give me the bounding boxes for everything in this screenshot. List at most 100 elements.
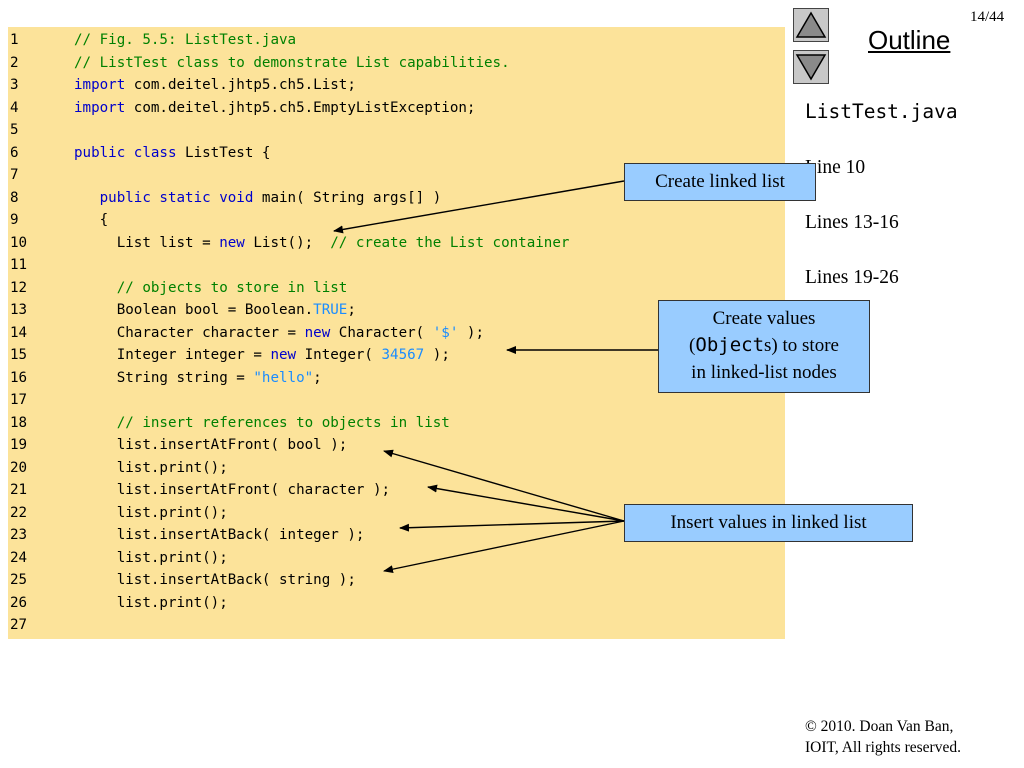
arrow-to-line-23 bbox=[399, 520, 625, 532]
callout-insert-values-text: Insert values in linked list bbox=[670, 512, 867, 533]
code-line: 24 list.print(); bbox=[8, 547, 785, 570]
code-text: public class ListTest { bbox=[74, 144, 271, 161]
outline-link[interactable]: Outline bbox=[868, 25, 951, 55]
code-text: // objects to store in list bbox=[116, 279, 348, 296]
callout-create-linked-list-text: Create linked list bbox=[655, 171, 785, 192]
callout-create-values-line1: Create values bbox=[712, 308, 816, 329]
line-number: 23 bbox=[10, 527, 28, 543]
code-text: list.insertAtBack( integer ); bbox=[74, 527, 365, 543]
code-text: List list = new List(); // create the Li… bbox=[74, 234, 570, 251]
callout-insert-values: Insert values in linked list bbox=[624, 504, 913, 542]
triangle-down-icon bbox=[795, 54, 827, 81]
code-text: Character character = new Character( '$'… bbox=[74, 324, 484, 341]
line-number: 12 bbox=[10, 279, 28, 296]
code-text: // ListTest class to demonstrate List ca… bbox=[74, 54, 510, 71]
line-number: 11 bbox=[10, 257, 28, 273]
code-text: list.insertAtFront( bool ); bbox=[74, 437, 348, 453]
code-line: 4 import com.deitel.jhtp5.ch5.EmptyListEx… bbox=[8, 97, 785, 120]
line-number: 8 bbox=[10, 189, 19, 206]
code-line: 6 public class ListTest { bbox=[8, 142, 785, 165]
arrow-to-line-25 bbox=[383, 520, 625, 574]
sidebar-item-lines-13-16: Lines 13-16 bbox=[805, 212, 899, 233]
line-number: 4 bbox=[10, 99, 19, 116]
arrow-to-line-21 bbox=[427, 484, 625, 522]
code-line: 27 bbox=[8, 614, 785, 637]
code-line: 5 bbox=[8, 119, 785, 142]
code-listing: 1 // Fig. 5.5: ListTest.java 2 // ListTest … bbox=[8, 27, 785, 639]
code-line: 8 public static void main( String args[]… bbox=[8, 187, 785, 210]
line-number: 21 bbox=[10, 482, 28, 498]
arrow-to-line-10 bbox=[333, 180, 625, 234]
triangle-up-icon bbox=[795, 11, 827, 38]
line-number: 17 bbox=[10, 392, 28, 408]
arrow-to-line-19 bbox=[383, 449, 625, 522]
code-line: 15 Integer integer = new Integer( 34567 … bbox=[8, 344, 785, 367]
code-line: 14 Character character = new Character( … bbox=[8, 322, 785, 345]
code-text: list.print(); bbox=[74, 549, 228, 566]
line-number: 20 bbox=[10, 459, 28, 476]
code-line: 23 list.insertAtBack( integer ); bbox=[8, 524, 785, 547]
callout-create-values-line3: in linked-list nodes bbox=[691, 362, 837, 383]
code-text: public static void main( String args[] ) bbox=[99, 189, 442, 206]
code-line: 18 // insert references to objects in li… bbox=[8, 412, 785, 435]
code-text: // insert references to objects in list bbox=[116, 414, 450, 431]
line-number: 18 bbox=[10, 414, 28, 431]
line-number: 16 bbox=[10, 369, 28, 386]
line-number: 9 bbox=[10, 212, 19, 228]
line-number: 5 bbox=[10, 122, 19, 138]
code-text: import com.deitel.jhtp5.ch5.EmptyListExc… bbox=[74, 99, 476, 116]
line-number: 10 bbox=[10, 234, 28, 251]
code-line: 21 list.insertAtFront( character ); bbox=[8, 479, 785, 502]
line-number: 14 bbox=[10, 324, 28, 341]
line-number: 24 bbox=[10, 549, 28, 566]
next-slide-button[interactable] bbox=[793, 50, 829, 84]
line-number: 7 bbox=[10, 167, 19, 183]
code-line: 17 bbox=[8, 389, 785, 412]
code-line: 25 list.insertAtBack( string ); bbox=[8, 569, 785, 592]
code-line: 7 bbox=[8, 164, 785, 187]
line-number: 26 bbox=[10, 594, 28, 611]
callout-create-values-line2: (Objects) to store bbox=[689, 334, 839, 356]
code-text: Integer integer = new Integer( 34567 ); bbox=[74, 347, 450, 363]
code-line: 19 list.insertAtFront( bool ); bbox=[8, 434, 785, 457]
line-number: 15 bbox=[10, 347, 28, 363]
code-text: { bbox=[74, 212, 109, 228]
line-number: 19 bbox=[10, 437, 28, 453]
line-number: 3 bbox=[10, 77, 19, 93]
code-line: 3 import com.deitel.jhtp5.ch5.List; bbox=[8, 74, 785, 97]
copyright-footer: © 2010. Doan Van Ban, IOIT, All rights r… bbox=[805, 718, 961, 756]
code-text: // Fig. 5.5: ListTest.java bbox=[74, 32, 297, 48]
line-number: 25 bbox=[10, 572, 28, 588]
line-number: 6 bbox=[10, 144, 19, 161]
code-text: list.insertAtBack( string ); bbox=[74, 572, 356, 588]
code-text: list.insertAtFront( character ); bbox=[74, 482, 391, 498]
code-text: String string = "hello"; bbox=[74, 369, 322, 386]
code-line: 13 Boolean bool = Boolean.TRUE; bbox=[8, 299, 785, 322]
line-number: 2 bbox=[10, 54, 19, 71]
code-text: list.print(); bbox=[74, 504, 228, 521]
code-text: import com.deitel.jhtp5.ch5.List; bbox=[74, 77, 356, 93]
code-line: 12 // objects to store in list bbox=[8, 277, 785, 300]
callout-create-values: Create values (Objects) to store in link… bbox=[658, 300, 870, 393]
page-number: 14/44 bbox=[970, 9, 1005, 25]
line-number: 22 bbox=[10, 504, 28, 521]
code-line: 1 // Fig. 5.5: ListTest.java bbox=[8, 29, 785, 52]
line-number: 1 bbox=[10, 32, 19, 48]
code-text: Boolean bool = Boolean.TRUE; bbox=[74, 302, 356, 318]
file-name: ListTest.java bbox=[805, 100, 958, 123]
code-line: 2 // ListTest class to demonstrate List c… bbox=[8, 52, 785, 75]
callout-create-linked-list: Create linked list bbox=[624, 163, 816, 201]
previous-slide-button[interactable] bbox=[793, 8, 829, 42]
line-number: 27 bbox=[10, 617, 28, 633]
code-line: 10 List list = new List(); // create the… bbox=[8, 232, 785, 255]
sidebar-item-line-10: Line 10 bbox=[805, 157, 866, 178]
sidebar-item-lines-19-26: Lines 19-26 bbox=[805, 267, 899, 288]
code-line: 22 list.print(); bbox=[8, 502, 785, 525]
copyright-symbol: © bbox=[805, 718, 817, 735]
code-text: list.print(); bbox=[74, 459, 228, 476]
code-text: list.print(); bbox=[74, 594, 228, 611]
code-line: 20 list.print(); bbox=[8, 457, 785, 480]
code-line: 9 { bbox=[8, 209, 785, 232]
code-line: 11 bbox=[8, 254, 785, 277]
